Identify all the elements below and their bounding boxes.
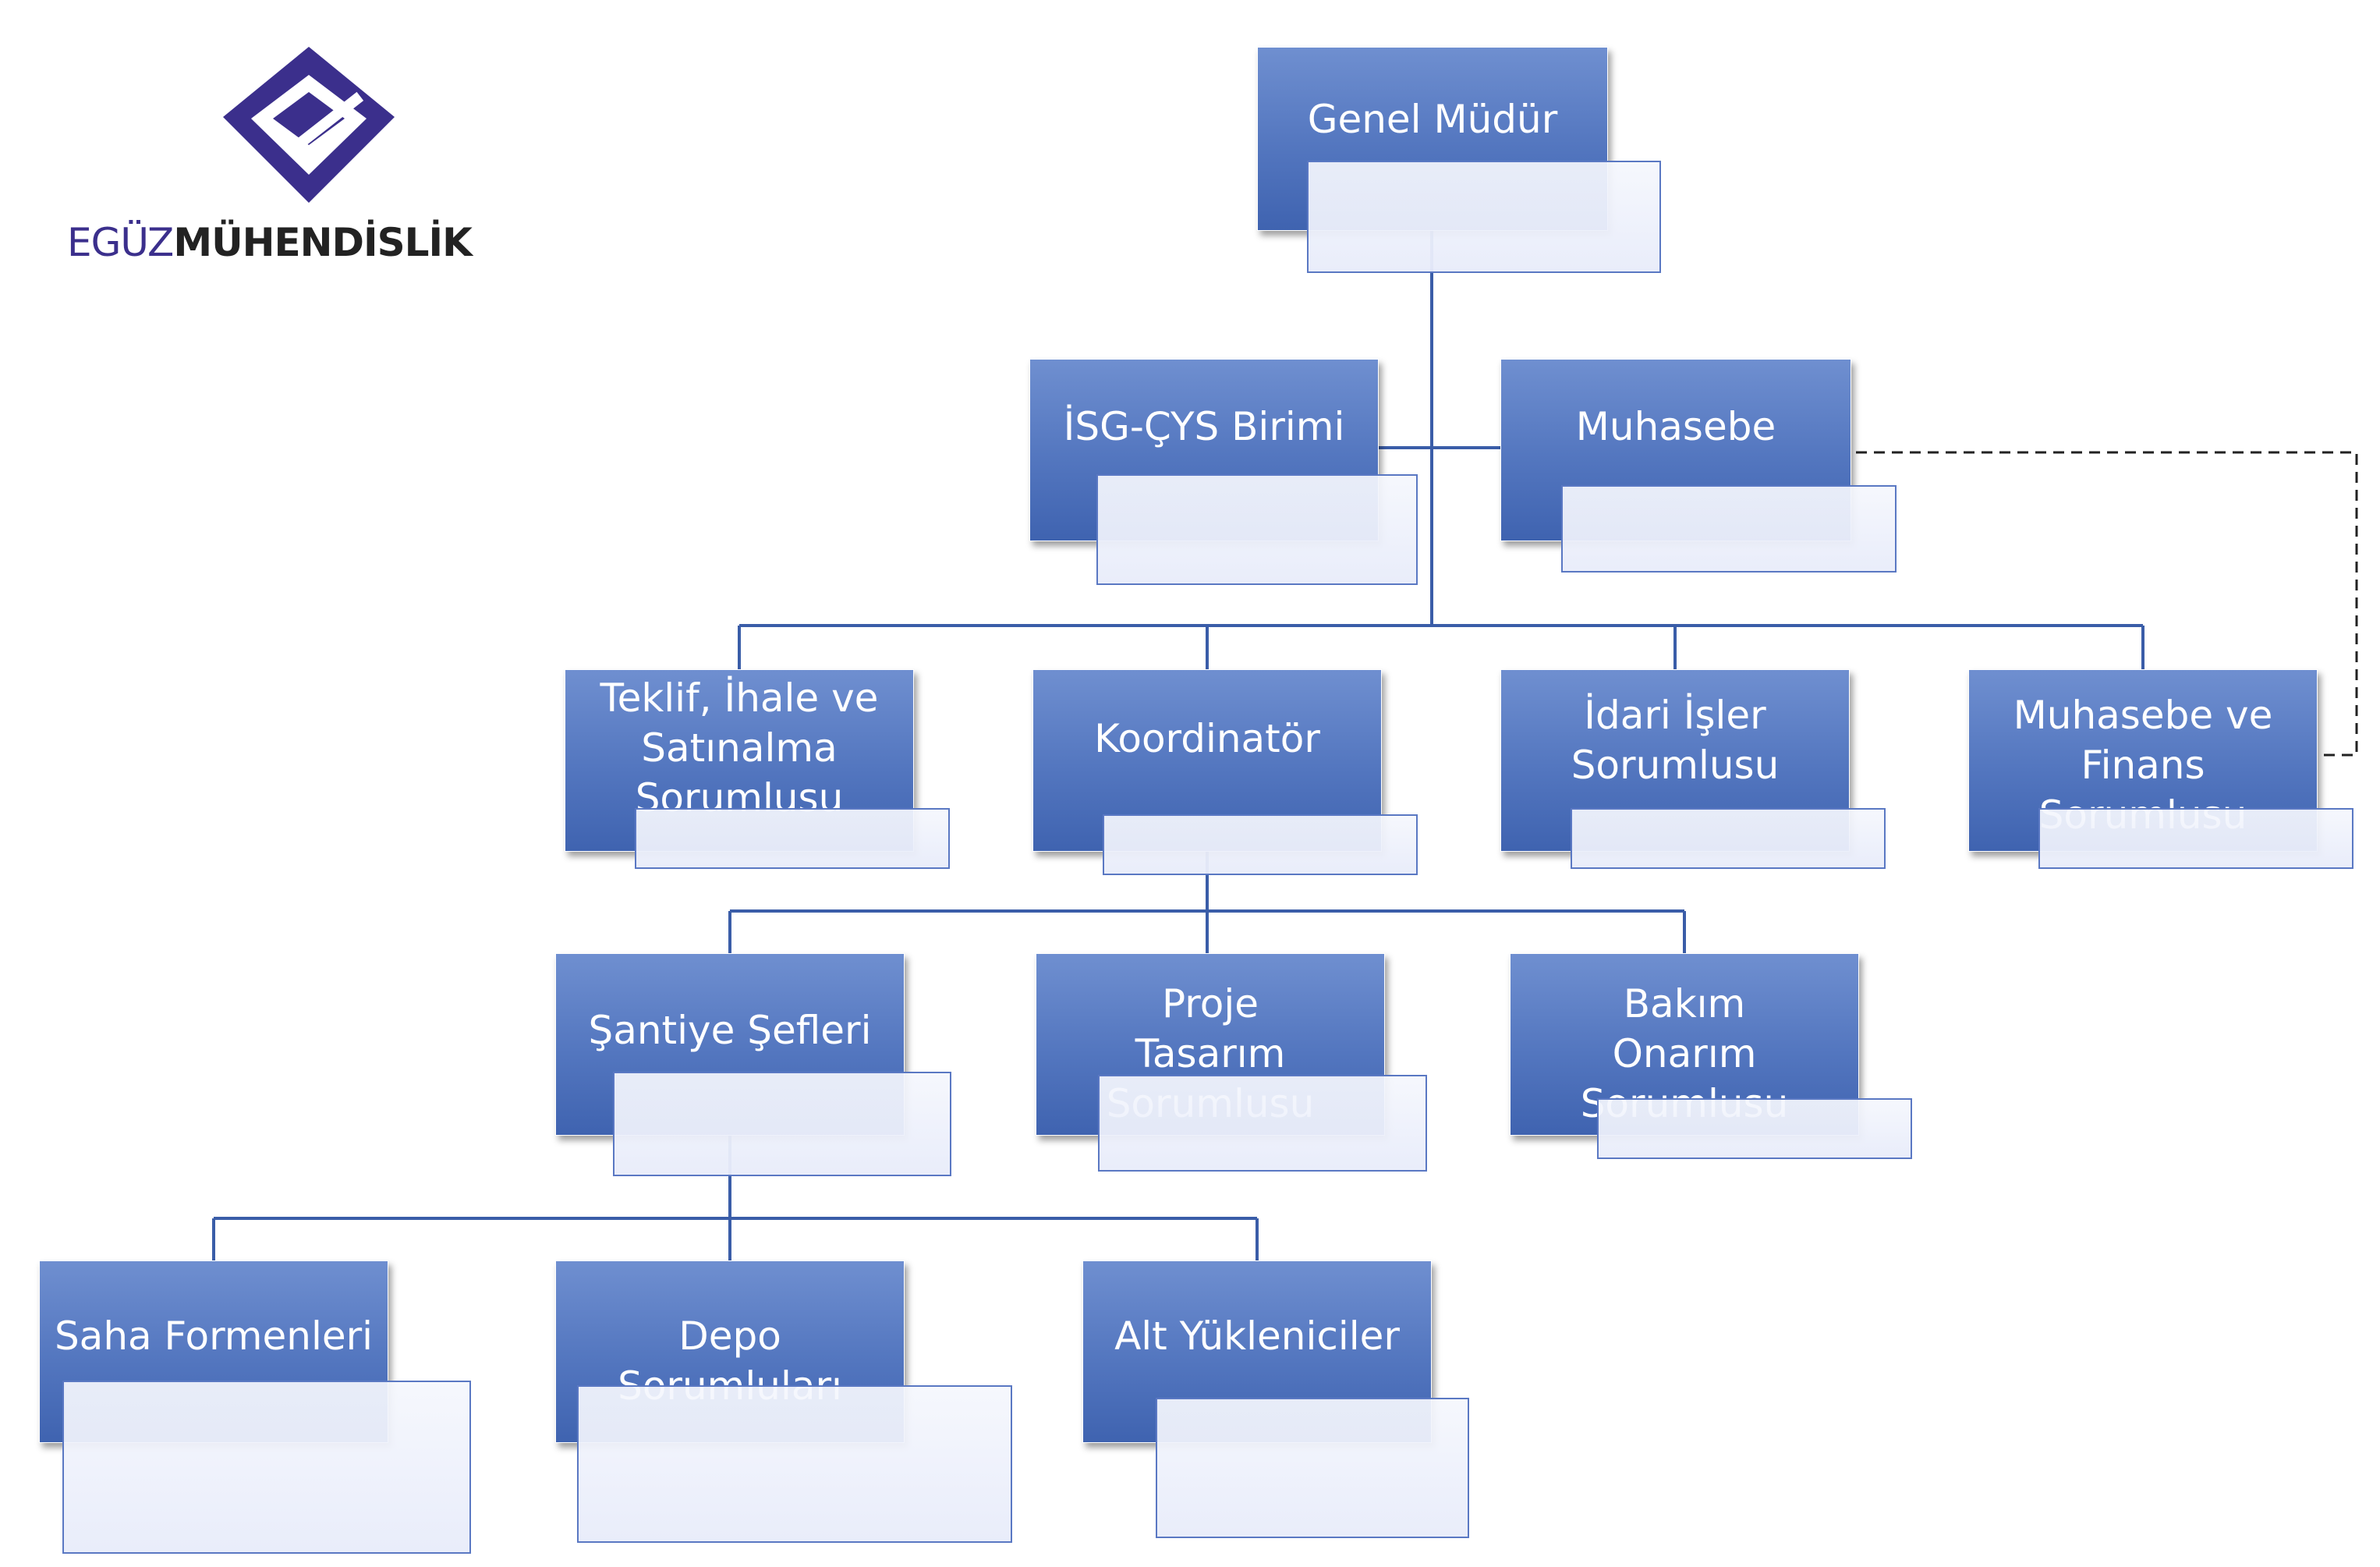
logo-text: EGÜZMÜHENDİSLİK [67, 220, 473, 265]
node-label: Teklif, İhale ve Satınalma Sorumlusu [600, 675, 879, 821]
logo-text-part1: EGÜZ [67, 220, 174, 265]
node-subbox [1096, 474, 1418, 585]
node-subbox [613, 1072, 951, 1176]
node-label: Saha Formenleri [54, 1314, 374, 1359]
node-subbox [1561, 485, 1897, 573]
node-subbox [1307, 161, 1661, 273]
node-teklif[interactable]: Teklif, İhale ve Satınalma Sorumlusu [565, 669, 914, 852]
node-label: İdari İşler Sorumlusu [1571, 693, 1780, 788]
node-label: Koordinatör [1094, 716, 1320, 761]
company-logo: EGÜZMÜHENDİSLİK [67, 47, 519, 265]
node-subbox [2038, 808, 2353, 869]
node-label: Şantiye Şefleri [588, 1008, 872, 1053]
node-subbox [1103, 814, 1418, 875]
node-label: Alt Yükleniciler [1114, 1314, 1400, 1359]
node-subbox [1098, 1075, 1427, 1172]
node-subbox [1156, 1398, 1469, 1538]
node-label: Muhasebe [1575, 404, 1776, 449]
node-label: Genel Müdür [1307, 97, 1558, 142]
node-label: İSG-ÇYS Birimi [1063, 404, 1345, 449]
dashed-connector [1820, 451, 2358, 757]
node-subbox [635, 808, 950, 869]
node-subbox [1597, 1098, 1912, 1159]
node-subbox [1571, 808, 1886, 869]
node-subbox [577, 1385, 1012, 1543]
eguz-logo-mark-icon [223, 47, 395, 203]
node-subbox [62, 1381, 471, 1554]
logo-text-part2: MÜHENDİSLİK [173, 220, 473, 265]
